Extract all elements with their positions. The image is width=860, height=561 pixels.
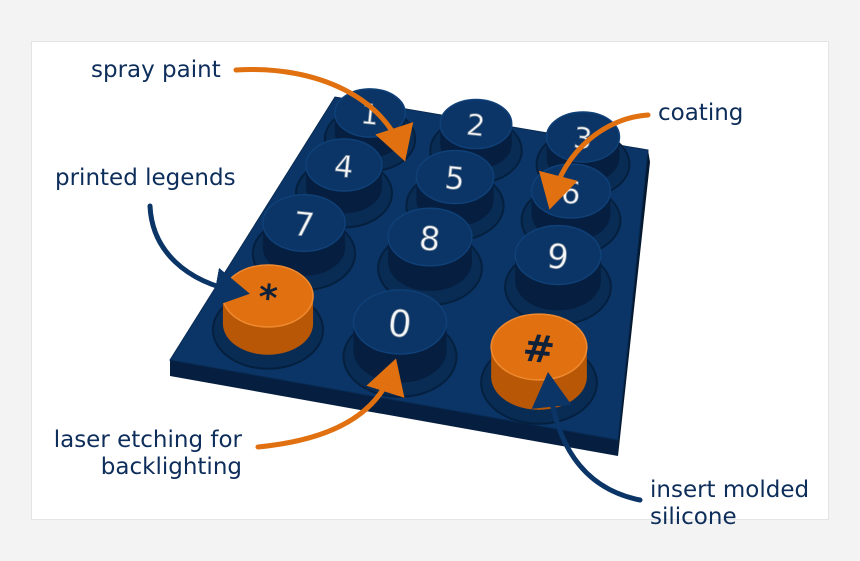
key-nine: 9	[504, 224, 612, 326]
key-legend-five: 5	[443, 160, 466, 198]
insert-molded-label: insert molded silicone	[650, 477, 809, 531]
laser-etching-arrow	[255, 358, 405, 450]
laser-etching-line-2: backlighting	[100, 454, 242, 480]
coating-arrow	[538, 112, 651, 210]
key-legend-nine: 9	[545, 236, 571, 278]
key-legend-three: 3	[572, 121, 594, 157]
insert-molded-line-1: insert molded	[650, 477, 810, 503]
spray-paint-label: spray paint	[91, 57, 221, 83]
key-legend-hash: #	[521, 325, 557, 372]
key-zero: 0	[342, 289, 458, 398]
coating-label: coating	[658, 100, 744, 126]
spray-paint-arrow	[233, 67, 414, 162]
key-three: 3	[535, 111, 631, 199]
insert-molded-line-2: silicone	[650, 504, 737, 530]
key-legend-seven: 7	[291, 204, 316, 245]
key-eight: 8	[377, 207, 483, 307]
key-legend-six: 6	[559, 174, 582, 212]
insert-molded-arrow	[531, 372, 643, 503]
laser-etching-line-1: laser etching for	[53, 427, 242, 453]
key-star: *	[211, 264, 325, 370]
key-hash: #	[480, 313, 598, 425]
printed-legends-label: printed legends	[55, 165, 236, 191]
key-legend-four: 4	[332, 149, 355, 186]
key-legend-two: 2	[465, 107, 487, 143]
laser-etching-label: laser etching for backlighting	[54, 427, 242, 481]
printed-legends-arrow	[147, 203, 250, 308]
key-legend-eight: 8	[417, 218, 442, 259]
key-legend-zero: 0	[386, 301, 414, 346]
key-legend-star: *	[256, 277, 279, 320]
